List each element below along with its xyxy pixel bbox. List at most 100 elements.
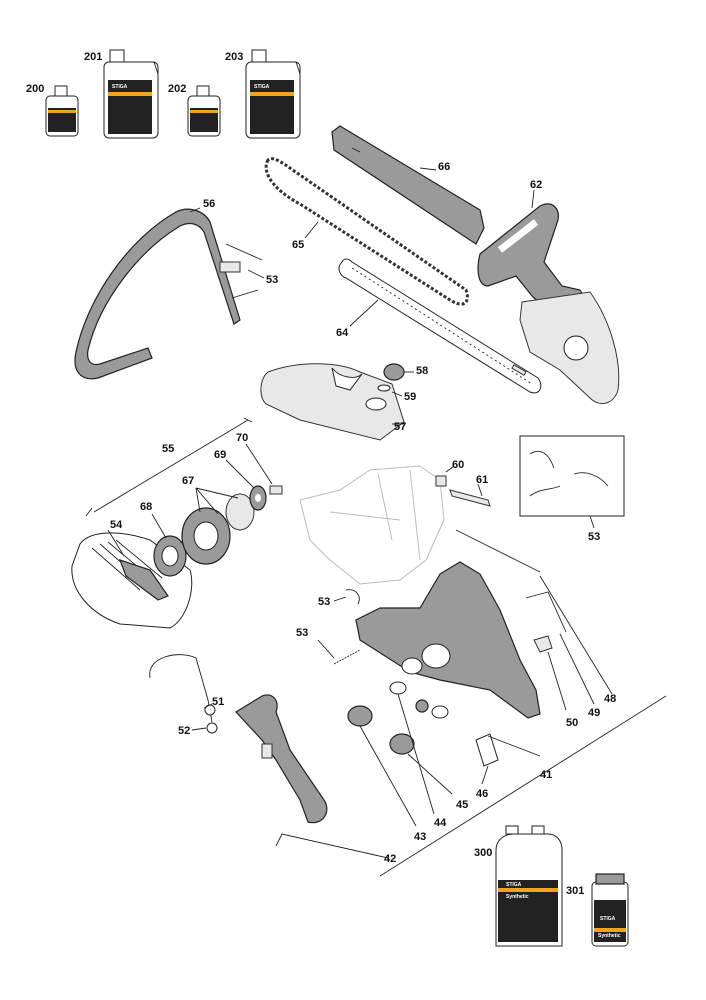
spring-53c[interactable] bbox=[345, 589, 360, 605]
label-43: 43 bbox=[414, 831, 426, 843]
screw-70[interactable] bbox=[269, 485, 283, 495]
leader-60 bbox=[445, 465, 455, 473]
leader-46 bbox=[481, 765, 489, 785]
label-201: 201 bbox=[84, 51, 102, 63]
leader-41 bbox=[487, 735, 541, 757]
leader-54 bbox=[107, 529, 125, 557]
leader-68 bbox=[151, 513, 167, 539]
label-59: 59 bbox=[404, 391, 416, 403]
label-66: 66 bbox=[438, 161, 450, 173]
damper-43[interactable] bbox=[347, 705, 373, 727]
leader-50 bbox=[547, 651, 567, 711]
leader-53c bbox=[333, 596, 347, 602]
label-58: 58 bbox=[416, 365, 428, 377]
spring-53d[interactable] bbox=[333, 649, 361, 665]
engine-ghost-outline bbox=[299, 465, 445, 585]
label-69: 69 bbox=[214, 449, 226, 461]
leader-53d bbox=[317, 639, 335, 659]
label-301: 301 bbox=[566, 885, 584, 897]
leader-59 bbox=[391, 391, 403, 397]
label-300: 300 bbox=[474, 847, 492, 859]
label-64: 64 bbox=[336, 327, 349, 339]
starter-handle-54[interactable] bbox=[118, 559, 169, 601]
part-60[interactable] bbox=[435, 475, 447, 487]
washer-59[interactable] bbox=[377, 384, 391, 392]
leader-55 bbox=[93, 419, 249, 513]
part-61[interactable] bbox=[449, 489, 491, 507]
bar-cover[interactable] bbox=[331, 125, 485, 245]
label-41: 41 bbox=[540, 769, 552, 781]
chain-brake-handle[interactable] bbox=[477, 203, 620, 405]
label-65: 65 bbox=[292, 239, 304, 251]
brand-300: STIGA bbox=[506, 882, 522, 888]
saw-chain[interactable] bbox=[264, 157, 469, 306]
washer-69[interactable] bbox=[249, 485, 267, 511]
brand-301: STIGA bbox=[600, 916, 616, 922]
leader-69 bbox=[225, 459, 255, 489]
leader-52 bbox=[191, 727, 207, 731]
leader-53a bbox=[247, 269, 265, 279]
label-60: 60 bbox=[452, 459, 464, 471]
leader-43 bbox=[359, 725, 417, 827]
leader-70 bbox=[245, 443, 273, 485]
label-53c: 53 bbox=[318, 596, 330, 608]
leader-42 bbox=[275, 833, 389, 859]
label-53a: 53 bbox=[266, 274, 278, 286]
leader-66 bbox=[419, 167, 437, 171]
leader-67 bbox=[195, 487, 239, 515]
brand-203: STIGA bbox=[254, 84, 270, 90]
label-46: 46 bbox=[476, 788, 488, 800]
pulley-68[interactable] bbox=[153, 535, 187, 577]
label-55: 55 bbox=[162, 443, 174, 455]
part-50[interactable] bbox=[533, 635, 553, 653]
label-49: 49 bbox=[588, 707, 600, 719]
leader-56 bbox=[189, 207, 201, 213]
oil-bottle-301[interactable]: STIGA Synthetic bbox=[591, 873, 629, 947]
engine-housing[interactable] bbox=[355, 561, 541, 719]
label-62: 62 bbox=[530, 179, 542, 191]
springs-box[interactable] bbox=[519, 435, 625, 517]
throttle-cable[interactable] bbox=[455, 529, 567, 633]
product-300-label: Synthetic bbox=[506, 894, 529, 900]
label-57: 57 bbox=[394, 421, 406, 433]
handle-screws[interactable] bbox=[219, 243, 263, 299]
part-46[interactable] bbox=[475, 733, 499, 767]
damper-44[interactable] bbox=[389, 681, 449, 719]
leader-64 bbox=[349, 299, 379, 327]
damper-45[interactable] bbox=[389, 733, 415, 755]
label-50: 50 bbox=[566, 717, 578, 729]
leader-53b bbox=[589, 515, 595, 529]
oil-bottle-201[interactable]: STIGA bbox=[103, 49, 159, 139]
label-48: 48 bbox=[604, 693, 616, 705]
oil-bottle-203[interactable]: STIGA bbox=[245, 49, 301, 139]
label-67: 67 bbox=[182, 475, 194, 487]
label-56: 56 bbox=[203, 198, 215, 210]
leader-62 bbox=[531, 189, 535, 209]
label-54: 54 bbox=[110, 519, 123, 531]
brand-201: STIGA bbox=[112, 84, 128, 90]
guide-bar[interactable] bbox=[338, 258, 542, 394]
front-handle[interactable] bbox=[74, 208, 241, 380]
ignition-cable[interactable] bbox=[149, 654, 218, 734]
label-53b: 53 bbox=[588, 531, 600, 543]
label-51: 51 bbox=[212, 696, 224, 708]
label-45: 45 bbox=[456, 799, 468, 811]
label-202: 202 bbox=[168, 83, 186, 95]
leader-45 bbox=[407, 753, 453, 795]
leader-65 bbox=[304, 221, 319, 239]
label-53d: 53 bbox=[296, 627, 308, 639]
label-44: 44 bbox=[434, 817, 447, 829]
oil-bottle-202[interactable] bbox=[187, 85, 221, 137]
cap-58[interactable] bbox=[383, 363, 405, 381]
oil-bottle-200[interactable] bbox=[45, 85, 79, 137]
top-cover[interactable] bbox=[260, 363, 405, 441]
label-52: 52 bbox=[178, 725, 190, 737]
rewind-spring-67[interactable] bbox=[181, 493, 255, 565]
label-203: 203 bbox=[225, 51, 243, 63]
label-68: 68 bbox=[140, 501, 152, 513]
oil-bottle-300[interactable]: STIGA Synthetic bbox=[495, 825, 563, 947]
leader-61 bbox=[477, 483, 483, 497]
leader-48 bbox=[539, 575, 613, 695]
rear-handle[interactable] bbox=[235, 694, 328, 824]
